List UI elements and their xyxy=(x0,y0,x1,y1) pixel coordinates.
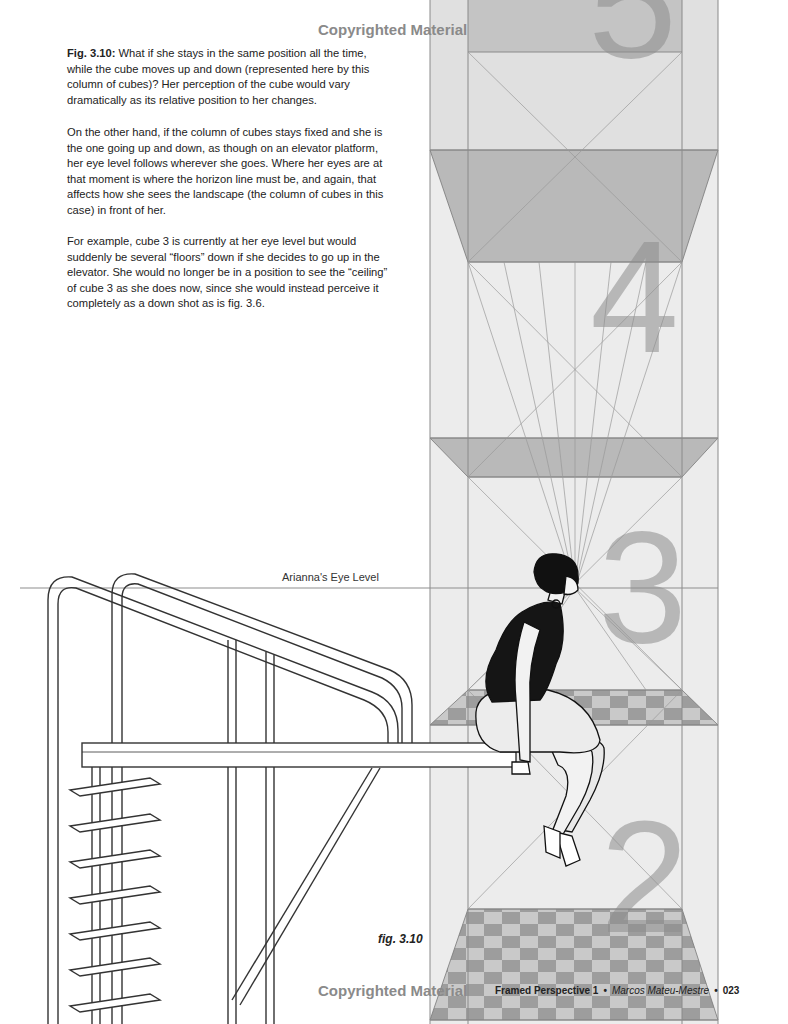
cube-number: 5 xyxy=(588,0,677,82)
art-polygon xyxy=(70,958,160,976)
art-line xyxy=(235,640,236,1024)
art-path xyxy=(122,584,402,1024)
footer-text: • xyxy=(603,985,607,996)
art-line xyxy=(718,0,719,1024)
body-paragraph: On the other hand, if the column of cube… xyxy=(67,125,389,219)
body-paragraph: Fig. 3.10:What if she stays in the same … xyxy=(67,46,389,108)
cube-number: 3 xyxy=(598,507,687,667)
cube-column xyxy=(430,0,718,1024)
art-polygon xyxy=(70,994,160,1012)
art-line xyxy=(430,1020,718,1021)
footer-text: • xyxy=(714,985,718,996)
art-line xyxy=(539,262,575,588)
art-g xyxy=(468,52,682,909)
art-line xyxy=(273,655,274,1024)
art-line xyxy=(227,640,228,1024)
art-polygon xyxy=(70,886,160,904)
watermark: Copyrighted Material xyxy=(318,982,467,999)
art-line xyxy=(232,768,372,1000)
art-line xyxy=(430,150,718,151)
art-path xyxy=(564,576,578,595)
art-line xyxy=(240,768,380,1005)
art-line xyxy=(430,438,718,439)
diving-board xyxy=(48,574,516,1024)
page-number: 023 xyxy=(723,985,740,996)
page-footer: Framed Perspective 1 • Marcos Mateu-Mestre… xyxy=(495,985,739,996)
figure-reference: Fig. 3.10: xyxy=(67,47,116,59)
cube-number: 2 xyxy=(600,797,689,957)
figure-caption: fig. 3.10 xyxy=(378,932,423,946)
art-path xyxy=(512,762,530,774)
art-polygon xyxy=(70,778,160,796)
art-line xyxy=(468,0,469,1024)
art-path xyxy=(515,622,540,762)
art-polygon xyxy=(70,922,160,940)
art-polygon xyxy=(70,814,160,832)
art-rect xyxy=(430,0,718,1024)
body-paragraph: For example, cube 3 is currently at her … xyxy=(67,234,389,312)
art-line xyxy=(430,0,431,1024)
art-path xyxy=(48,577,398,1024)
art-polygon xyxy=(430,438,718,477)
art-g xyxy=(430,0,718,1024)
art-line xyxy=(468,262,575,588)
art-rect xyxy=(82,743,516,767)
art-path xyxy=(112,574,412,1024)
art-polygon xyxy=(70,850,160,868)
footer-text: Marcos Mateu-Mestre xyxy=(612,985,709,996)
art-path xyxy=(58,588,388,1024)
eye-level-label: Arianna's Eye Level xyxy=(282,571,379,583)
art-path xyxy=(544,826,560,858)
watermark: Copyrighted Material xyxy=(318,21,467,38)
art-path xyxy=(548,742,593,836)
art-line xyxy=(504,262,575,588)
footer-text: Framed Perspective 1 xyxy=(495,985,598,996)
art-line xyxy=(265,652,266,1024)
arianna-figure xyxy=(476,554,604,866)
cube-number: 4 xyxy=(590,217,679,377)
art-line xyxy=(82,752,516,753)
art-circle xyxy=(552,600,560,608)
art-line xyxy=(575,262,576,588)
art-path xyxy=(534,554,578,594)
art-g xyxy=(70,778,160,1012)
